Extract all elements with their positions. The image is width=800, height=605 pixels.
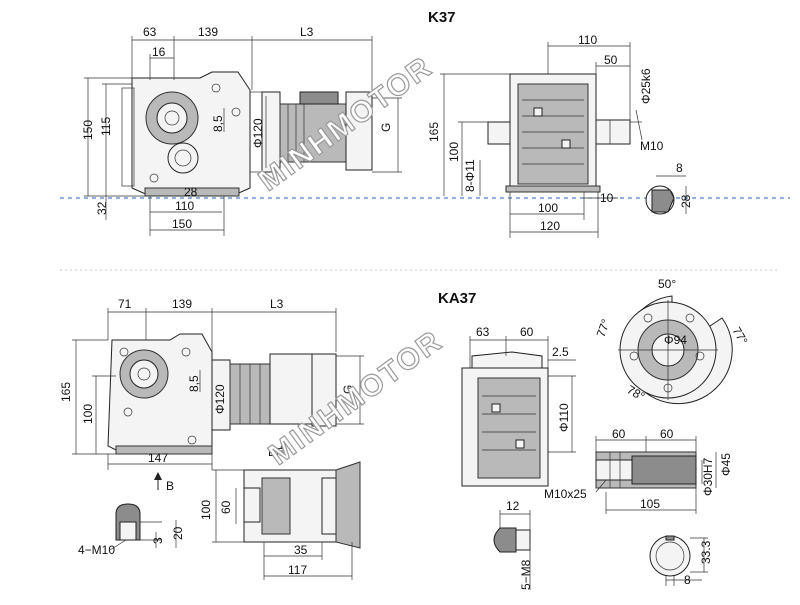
ka37-bview-dim-60: 60: [219, 500, 233, 514]
k37-side-dim-110: 110: [578, 33, 597, 47]
ka37-flange-ang-50: 50°: [658, 277, 676, 291]
k37-side-dim-100: 100: [447, 142, 461, 162]
ka37-hollow-shaft-section: 60 60 Φ45 Φ30H7 M10x25 105: [544, 427, 733, 514]
ka37-bview-dim-117: 117: [288, 563, 307, 577]
ka37-dim-147: 147: [148, 451, 168, 465]
ka37-dim-l3: L3: [270, 297, 284, 311]
k37-side-dim-165: 165: [427, 122, 441, 142]
k37-dim-150: 150: [81, 120, 95, 140]
ka37-flange-ang-77a: 77°: [594, 317, 613, 339]
ka37-bview-dim-100: 100: [199, 500, 213, 520]
k37-side-dim-10: 10: [600, 191, 614, 205]
k37-dim-16: 16: [152, 45, 166, 59]
k37-side-dim-100b: 100: [538, 201, 558, 215]
k37-side-view: 110 50 Φ25k6 M10 165 100 8-Φ11 100 120 1…: [427, 33, 693, 238]
k37-side-dim-50: 50: [604, 53, 618, 67]
ka37-dim-phi120: Φ120: [213, 384, 227, 414]
k37-dim-phi120: Φ120: [251, 118, 265, 148]
k37-front-view: 63 139 L3 16 150 115 32 8,5 Φ120 G 28 11…: [81, 25, 402, 236]
ka37-front-shaft-view: 63 60 2.5 Φ110: [461, 325, 576, 487]
ka37-dim-139: 139: [172, 297, 192, 311]
ka37-shaft-dim-m10x25: M10x25: [544, 487, 587, 501]
k37-dim-8-5: 8,5: [211, 115, 225, 132]
k37-key-dim-28: 28: [679, 194, 693, 208]
k37-dim-63: 63: [143, 25, 157, 39]
ka37-front-dim-2-5: 2.5: [552, 345, 569, 359]
k37-dim-g: G: [379, 123, 393, 132]
title-k37: K37: [428, 9, 456, 26]
ka37-dim-165: 165: [59, 382, 73, 402]
ka37-front-dim-63: 63: [476, 325, 490, 339]
ka37-front-view: 71 139 L3 165 100 8,5 Φ120 G 147 B: [59, 297, 364, 493]
k37-side-dim-phi25k6: Φ25k6: [639, 68, 653, 104]
ka37-shaft-dim-60b: 60: [660, 427, 674, 441]
ka37-bolt-dim-12: 12: [506, 499, 520, 513]
ka37-b-view: B向 100 60 35 117: [199, 444, 361, 580]
ka37-flange-ang-77b: 77°: [729, 325, 750, 348]
ka37-keyway-dim-8: 8: [684, 573, 691, 587]
ka37-bolt-dim-5m8: 5−M8: [519, 559, 533, 590]
ka37-bolt-detail-4m10: 3 20 4−M10: [78, 503, 185, 557]
ka37-view-b-label: B向: [268, 444, 288, 459]
ka37-dim-8-5: 8,5: [187, 375, 201, 392]
ka37-shaft-dim-60a: 60: [612, 427, 626, 441]
ka37-flange-dim-phi94: Φ94: [664, 333, 687, 347]
ka37-front-dim-phi110: Φ110: [557, 403, 571, 432]
ka37-bview-dim-35: 35: [294, 543, 308, 557]
k37-key-dim-8: 8: [676, 161, 683, 175]
ka37-arrow-b: B: [166, 479, 174, 493]
ka37-dim-g: G: [341, 385, 355, 394]
ka37-dim-71: 71: [118, 297, 132, 311]
k37-dim-150b: 150: [172, 217, 192, 231]
ka37-dim-100: 100: [81, 404, 95, 424]
k37-dim-139: 139: [198, 25, 218, 39]
ka37-shaft-dim-phi45: Φ45: [719, 453, 733, 476]
k37-side-dim-120: 120: [540, 219, 560, 233]
ka37-bolt-detail-5m8: 12 5−M8: [493, 499, 533, 590]
k37-dim-l3: L3: [300, 25, 314, 39]
k37-dim-110: 110: [175, 199, 194, 213]
ka37-keyway-section: 33.3 8: [649, 535, 713, 587]
k37-side-dim-8phi11: 8-Φ11: [463, 159, 477, 192]
ka37-bolt-dim-4m10: 4−M10: [78, 543, 115, 557]
ka37-flange-view: 50° 77° 77° 78° Φ94: [594, 277, 751, 405]
k37-side-dim-m10: M10: [640, 139, 664, 153]
ka37-front-dim-60: 60: [520, 325, 534, 339]
title-ka37: KA37: [438, 290, 476, 307]
k37-dim-32: 32: [95, 201, 109, 215]
ka37-bolt-dim-20: 20: [171, 526, 185, 540]
ka37-shaft-dim-105: 105: [640, 497, 660, 511]
k37-dim-115: 115: [99, 117, 113, 136]
k37-dim-28: 28: [184, 185, 198, 199]
ka37-bolt-dim-3: 3: [151, 537, 165, 544]
ka37-keyway-dim-33-3: 33.3: [699, 540, 713, 564]
ka37-shaft-dim-phi30h7: Φ30H7: [701, 457, 715, 496]
